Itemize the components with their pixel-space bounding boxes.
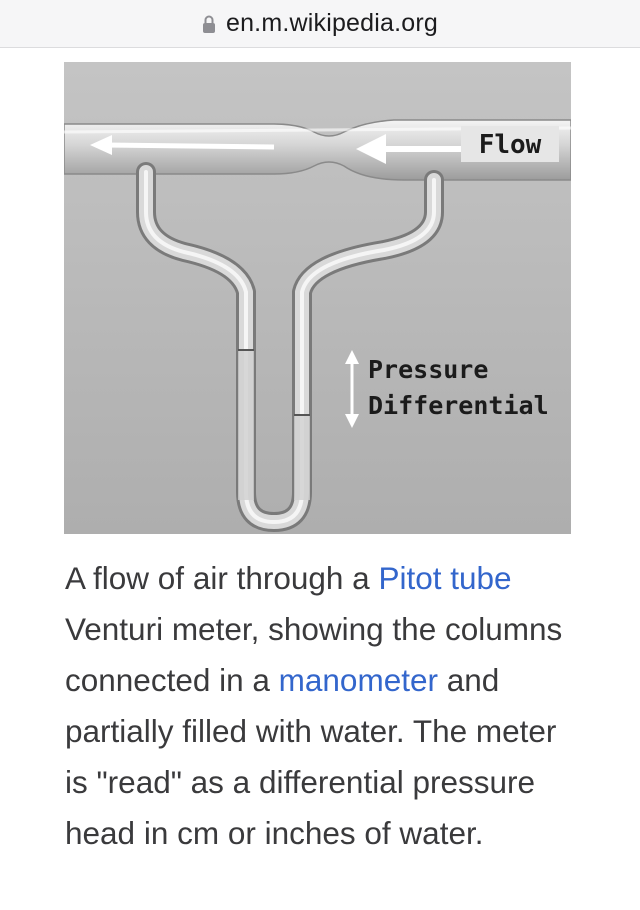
manometer-link[interactable]: manometer [278, 662, 438, 698]
caption-text-1: A flow of air through a [65, 560, 379, 596]
url-text: en.m.wikipedia.org [225, 9, 439, 37]
water-columns [238, 349, 310, 500]
flow-label: Flow [461, 126, 559, 162]
address-bar[interactable]: en.m.wikipedia.org [0, 0, 640, 48]
pitot-tube-link[interactable]: Pitot tube [378, 560, 512, 596]
caption-text-2: Venturi meter, showing the columns conne… [65, 611, 563, 698]
svg-text:Pressure: Pressure [368, 355, 488, 384]
caption-text-3: and partially filled with water. The met… [65, 662, 557, 851]
svg-text:Differential: Differential [368, 391, 549, 420]
manometer-tube [136, 162, 444, 532]
flow-arrow-right [356, 134, 469, 164]
pressure-differential-label: Pressure Differential [368, 355, 549, 420]
figure-caption: A flow of air through a Pitot tube Ventu… [65, 553, 585, 859]
venturi-meter-image[interactable]: Flow Pressure Differential [64, 62, 571, 534]
flow-arrow-left [90, 135, 275, 155]
svg-text:Flow: Flow [479, 130, 542, 160]
lock-icon [202, 14, 216, 34]
double-arrow-icon [345, 350, 359, 428]
